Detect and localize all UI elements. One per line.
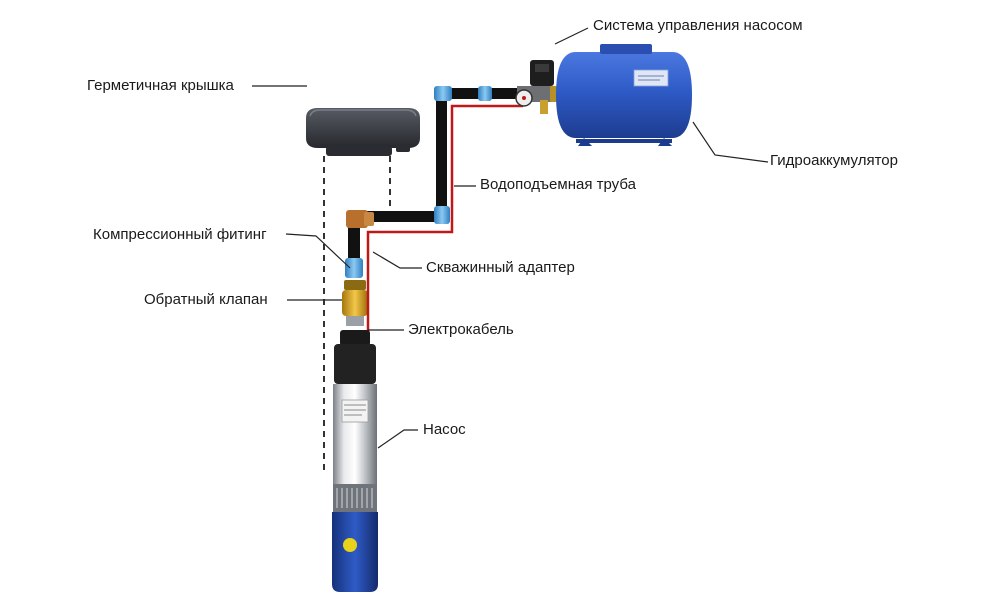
leader-lines <box>252 27 769 449</box>
label-power-cable: Электрокабель <box>408 321 514 338</box>
sealed-cap <box>306 108 420 156</box>
hydro-accumulator <box>556 44 692 146</box>
riser-pipe <box>348 86 517 262</box>
label-control-system: Система управления насосом <box>593 17 803 34</box>
label-accumulator: Гидроаккумулятор <box>770 152 898 169</box>
check-valve <box>342 280 368 326</box>
well-adapter <box>346 210 374 228</box>
label-compression-fitting: Компрессионный фитинг <box>93 226 267 243</box>
power-cable <box>366 104 523 372</box>
label-riser-pipe: Водоподъемная труба <box>480 176 636 193</box>
label-pump: Насос <box>423 421 466 438</box>
compression-fitting <box>345 258 363 278</box>
pump <box>332 330 378 592</box>
label-check-valve: Обратный клапан <box>144 291 268 308</box>
label-well-adapter: Скважинный адаптер <box>426 259 575 276</box>
label-sealed-cap: Герметичная крышка <box>87 77 234 94</box>
